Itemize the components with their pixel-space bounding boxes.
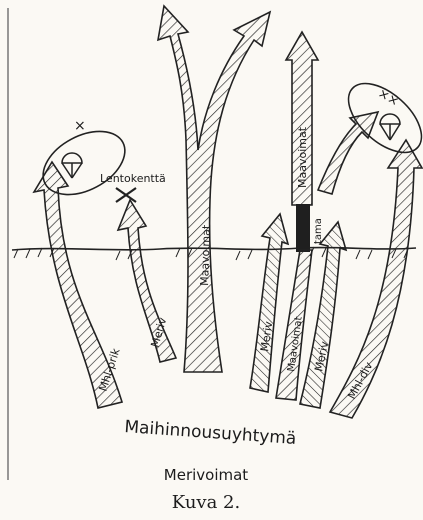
group-label: Maihinnousuyhtymä <box>124 417 297 449</box>
paratroop-marks-right: ×× <box>375 86 401 110</box>
figure-caption: Kuva 2. <box>172 492 240 513</box>
airfield-label: Lentokenttä <box>100 172 166 185</box>
right-airborne-arrow <box>318 112 378 194</box>
mhl-div-arrow <box>330 140 422 418</box>
navy-label: Merivoimat <box>164 466 249 484</box>
parachute-icon <box>62 153 82 178</box>
maavoimat-main-arrow <box>158 6 270 372</box>
label-maavoimat-main: Maavoimat <box>198 224 213 286</box>
bridgehead-block <box>296 204 310 252</box>
meriv-left-arrow <box>118 200 176 362</box>
label-maavoimat-upper: Maavoimat <box>296 126 309 188</box>
coastline <box>12 248 416 250</box>
label-tama: tama <box>313 218 324 244</box>
airfield-icon <box>116 188 136 202</box>
paratroop-marks-left: × <box>74 118 86 134</box>
parachute-icon <box>380 114 400 140</box>
